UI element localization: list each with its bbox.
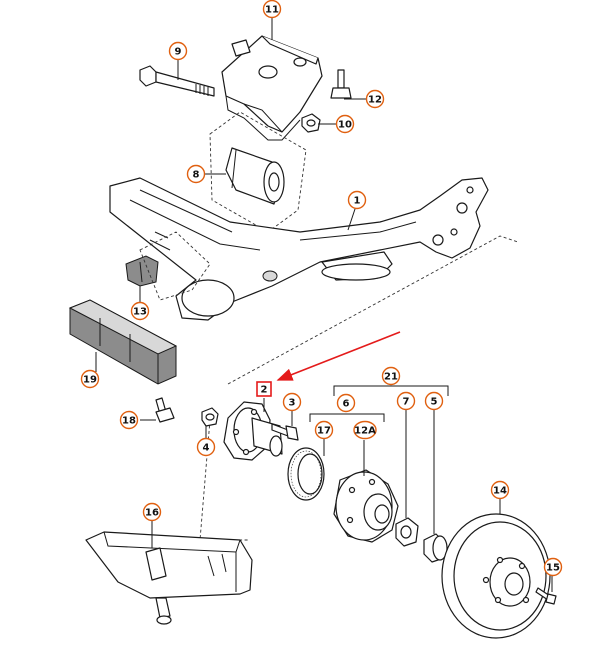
callout-number: 3 xyxy=(289,398,296,409)
part-17-tone-ring xyxy=(287,447,325,501)
callout-ring xyxy=(119,410,139,430)
callout-number: 12A xyxy=(354,426,376,437)
callout-number: 7 xyxy=(403,397,410,408)
leader-lines xyxy=(95,16,553,592)
callout-ring xyxy=(353,420,377,440)
callout-ring xyxy=(262,0,282,19)
callout-ring xyxy=(142,502,162,522)
part-13-stop-bracket xyxy=(125,255,159,287)
callout-number: 12 xyxy=(368,95,382,106)
callout-ring xyxy=(196,437,216,457)
shield-guide-line xyxy=(199,419,250,541)
callout-ring xyxy=(314,420,334,440)
callout-13: 13 xyxy=(130,301,150,321)
part-5-hub-cap xyxy=(423,533,448,563)
part-1-axle-beam xyxy=(109,177,489,321)
callout-number: 19 xyxy=(83,375,97,386)
callout-labels: 11 9 12 10 8 1 13 19 18 2 3 4 6 17 12A 21 7 5 14 15 16 xyxy=(80,0,563,577)
callout-ring xyxy=(490,480,510,500)
callout-ring xyxy=(168,41,188,61)
part-12a-wheel-hub xyxy=(333,469,399,543)
part-2-stub-axle xyxy=(223,401,283,461)
callout-11: 11 xyxy=(262,0,282,19)
part-7-axle-nut xyxy=(395,517,419,547)
callout-9: 9 xyxy=(168,41,188,61)
callout-ring xyxy=(335,114,355,134)
callout-ring xyxy=(543,557,563,577)
callout-ring xyxy=(186,164,206,184)
part-10-nut xyxy=(301,113,321,133)
part-16-splash-shield xyxy=(85,531,253,625)
callout-ring xyxy=(282,392,302,412)
highlight-arrow xyxy=(276,331,401,381)
callout-ring xyxy=(365,89,385,109)
callout-number: 14 xyxy=(493,486,507,497)
callout-14: 14 xyxy=(490,480,510,500)
bushing-assembly-outline xyxy=(209,111,307,233)
callout-number: 16 xyxy=(145,508,159,519)
callout-1: 1 xyxy=(347,190,367,210)
callout-number: 17 xyxy=(317,426,331,437)
part-19-buffer-block xyxy=(68,299,178,385)
callout-6: 6 xyxy=(336,393,356,413)
part-18-bolt xyxy=(155,397,175,423)
callout-3: 3 xyxy=(282,392,302,412)
callout-ring xyxy=(396,391,416,411)
callout-17: 17 xyxy=(314,420,334,440)
part-11-mounting-bracket xyxy=(221,35,323,141)
callout-number: 11 xyxy=(265,5,279,16)
callout-16: 16 xyxy=(142,502,162,522)
callout-10: 10 xyxy=(335,114,355,134)
part-3-bolt xyxy=(271,423,299,441)
callout-number: 1 xyxy=(354,196,361,207)
callout-ring xyxy=(80,369,100,389)
callout-ring xyxy=(336,393,356,413)
callout-ring xyxy=(130,301,150,321)
part-9-long-bolt xyxy=(139,65,215,97)
callout-number: 2 xyxy=(261,385,268,396)
callout-number: 13 xyxy=(133,307,147,318)
part-4-nut xyxy=(201,407,219,427)
callout-ring xyxy=(381,366,401,386)
callout-2: 2 xyxy=(261,385,268,396)
highlight-box xyxy=(256,381,272,397)
callout-number: 18 xyxy=(122,416,136,427)
part-14-brake-disc xyxy=(441,513,551,639)
callout-number: 6 xyxy=(343,399,350,410)
callout-7: 7 xyxy=(396,391,416,411)
callout-number: 4 xyxy=(203,443,210,454)
callout-21: 21 xyxy=(381,366,401,386)
callout-12: 12 xyxy=(365,89,385,109)
part-8-bushing xyxy=(225,147,285,205)
hub-guide-line xyxy=(227,235,519,385)
callout-ring xyxy=(347,190,367,210)
callout-15: 15 xyxy=(543,557,563,577)
callout-ring xyxy=(424,391,444,411)
callout-8: 8 xyxy=(186,164,206,184)
callout-5: 5 xyxy=(424,391,444,411)
part-12-small-bolt xyxy=(330,69,352,99)
callout-number: 15 xyxy=(546,563,560,574)
callout-12a: 12A xyxy=(353,420,377,440)
callout-number: 21 xyxy=(384,372,398,383)
callout-number: 8 xyxy=(193,170,200,181)
callout-18: 18 xyxy=(119,410,139,430)
part-15-screw xyxy=(535,587,557,605)
part-13-outline xyxy=(139,231,211,301)
callout-4: 4 xyxy=(196,437,216,457)
callout-19: 19 xyxy=(80,369,100,389)
callout-number: 9 xyxy=(175,47,182,58)
callout-number: 10 xyxy=(338,120,352,131)
callout-number: 5 xyxy=(431,397,438,408)
